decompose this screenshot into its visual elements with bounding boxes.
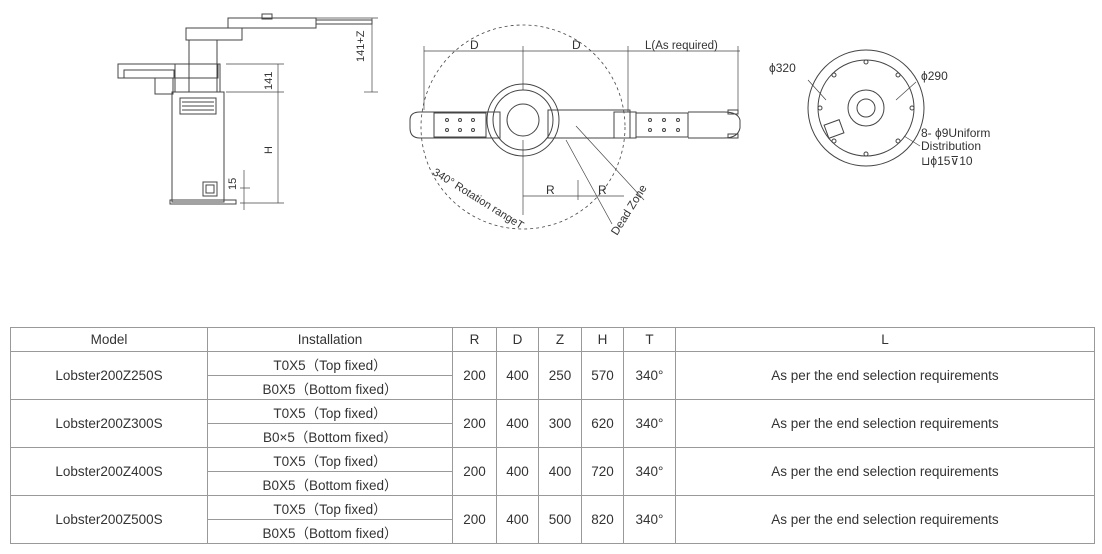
cell-l: As per the end selection requirements: [675, 351, 1095, 400]
cell-t: 340°: [623, 399, 676, 448]
spec-table: Model Installation R D Z H T L Lobster20…: [10, 327, 1095, 544]
cell-install-top: T0X5（Top fixed）: [207, 399, 453, 424]
table-row: B0X5（Bottom fixed）: [11, 375, 1095, 400]
header-d: D: [496, 327, 539, 352]
cell-r: 200: [452, 351, 497, 400]
table-row: Lobster200Z250S T0X5（Top fixed） 200 400 …: [10, 351, 1095, 400]
cell-model: Lobster200Z400S: [10, 447, 208, 496]
cell-h: 570: [581, 351, 624, 400]
side-dim-base-label: 15: [227, 178, 239, 190]
cell-z: 250: [538, 351, 582, 400]
table-header-row: Model Installation R D Z H T L: [10, 327, 1095, 352]
cell-h: 620: [581, 399, 624, 448]
cell-r: 200: [452, 399, 497, 448]
cell-t: 340°: [623, 351, 676, 400]
cell-install-bottom: B0X5（Bottom fixed）: [207, 375, 453, 400]
cell-h: 720: [581, 447, 624, 496]
table-row: Lobster200Z500S T0X5（Top fixed） 200 400 …: [10, 495, 1095, 544]
base-dia-inner-label: ϕ290: [921, 69, 948, 83]
side-dim-top-label: 141+Z: [355, 30, 367, 62]
cell-z: 400: [538, 447, 582, 496]
table-row: B0X5（Bottom fixed）: [11, 471, 1095, 496]
cell-l: As per the end selection requirements: [675, 399, 1095, 448]
table-row: B0X5（Bottom fixed）: [11, 519, 1095, 544]
side-dim-h-label: H: [263, 146, 275, 154]
cell-h: 820: [581, 495, 624, 544]
side-view: [117, 13, 378, 210]
header-l: L: [675, 327, 1095, 352]
cell-install-bottom: B0X5（Bottom fixed）: [207, 471, 453, 496]
cell-d: 400: [496, 399, 539, 448]
header-model: Model: [10, 327, 208, 352]
cell-install-top: T0X5（Top fixed）: [207, 495, 453, 520]
technical-drawing: 141+Z 141 H 15 D D L(As required) 340° R…: [117, 13, 990, 238]
top-dim-d-left-label: D: [470, 38, 479, 52]
base-holes-line1: 8- ϕ9Uniform: [921, 126, 990, 140]
cell-d: 400: [496, 351, 539, 400]
rotation-range-label: 340° Rotation rangeT: [430, 166, 525, 232]
cell-t: 340°: [623, 447, 676, 496]
base-holes-line2: Distribution: [921, 139, 981, 153]
base-dia-outer-label: ϕ320: [769, 61, 796, 75]
cell-install-top: T0X5（Top fixed）: [207, 351, 453, 376]
header-r: R: [452, 327, 497, 352]
cell-model: Lobster200Z300S: [10, 399, 208, 448]
cell-z: 500: [538, 495, 582, 544]
cell-r: 200: [452, 447, 497, 496]
dead-zone-label: Dead Zone: [609, 183, 649, 238]
table-row: Lobster200Z400S T0X5（Top fixed） 200 400 …: [10, 447, 1095, 496]
header-h: H: [581, 327, 624, 352]
header-z: Z: [538, 327, 582, 352]
cell-model: Lobster200Z500S: [10, 495, 208, 544]
cell-l: As per the end selection requirements: [675, 495, 1095, 544]
cell-d: 400: [496, 495, 539, 544]
cell-install-bottom: B0X5（Bottom fixed）: [207, 519, 453, 544]
base-holes-line3: ⊔ϕ15⊽10: [921, 154, 973, 168]
cell-l: As per the end selection requirements: [675, 447, 1095, 496]
cell-model: Lobster200Z250S: [10, 351, 208, 400]
cell-z: 300: [538, 399, 582, 448]
top-dim-l-label: L(As required): [645, 40, 718, 52]
header-t: T: [623, 327, 676, 352]
cell-t: 340°: [623, 495, 676, 544]
cell-install-bottom: B0×5（Bottom fixed）: [207, 423, 453, 448]
top-dim-r-right-label: R: [598, 183, 607, 197]
cell-d: 400: [496, 447, 539, 496]
header-installation: Installation: [207, 327, 453, 352]
top-view: [409, 24, 741, 230]
top-dim-r-left-label: R: [546, 183, 555, 197]
top-dim-d-right-label: D: [572, 38, 581, 52]
base-view: [807, 49, 925, 167]
cell-install-top: T0X5（Top fixed）: [207, 447, 453, 472]
side-dim-mid-label: 141: [263, 72, 275, 90]
table-row: Lobster200Z300S T0X5（Top fixed） 200 400 …: [10, 399, 1095, 448]
cell-r: 200: [452, 495, 497, 544]
